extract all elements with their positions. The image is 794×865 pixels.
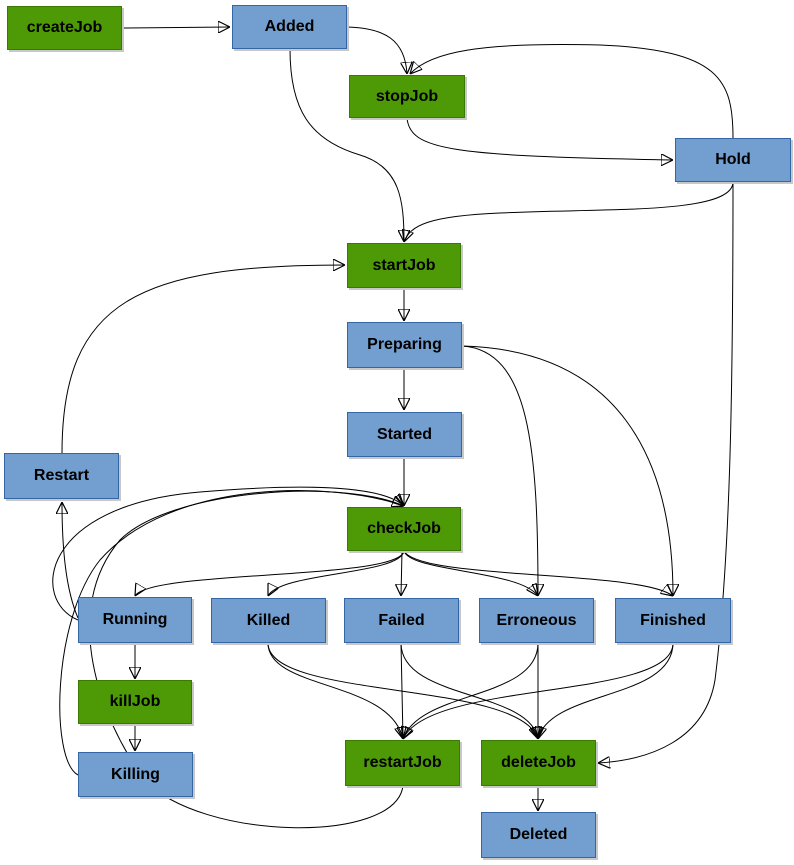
node-started[interactable]: Started	[347, 412, 462, 457]
node-running[interactable]: Running	[78, 597, 192, 643]
edge-createjob-added	[121, 27, 230, 28]
node-hold[interactable]: Hold	[675, 138, 791, 182]
edge-checkjob-failed	[401, 550, 402, 596]
node-finished[interactable]: Finished	[615, 598, 731, 643]
edge-running-restart	[62, 502, 79, 619]
edge-added-startjob	[289, 48, 404, 242]
node-checkjob[interactable]: checkJob	[347, 507, 461, 551]
edge-stopjob-hold	[406, 117, 673, 160]
edge-killed-restartjob	[267, 642, 403, 739]
edge-checkjob-running	[135, 550, 405, 596]
edge-killed-deletejob	[267, 642, 538, 739]
node-erroneous[interactable]: Erroneous	[479, 598, 594, 643]
node-deletejob[interactable]: deleteJob	[481, 740, 596, 786]
edge-restartjob-checkjob	[89, 490, 404, 829]
edge-added-stopjob	[346, 26, 407, 74]
edge-restart-startjob	[61, 265, 345, 454]
node-restart[interactable]: Restart	[4, 453, 119, 499]
edge-hold-stopjob	[410, 43, 734, 139]
node-killjob[interactable]: killJob	[78, 680, 192, 724]
edge-checkjob-erroneous	[403, 550, 538, 596]
edge-failed-deletejob	[400, 642, 538, 739]
edge-erroneous-restartjob	[403, 642, 539, 739]
node-restartjob[interactable]: restartJob	[345, 740, 460, 786]
node-added[interactable]: Added	[232, 5, 347, 49]
edge-finished-restartjob	[403, 642, 674, 739]
node-startjob[interactable]: startJob	[347, 243, 461, 288]
node-stopjob[interactable]: stopJob	[349, 75, 465, 118]
node-failed[interactable]: Failed	[344, 598, 459, 643]
node-killing[interactable]: Killing	[78, 752, 193, 797]
edge-preparing-erroneous	[461, 345, 538, 596]
edge-hold-startjob	[404, 181, 734, 242]
edge-hold-deletejob	[598, 181, 734, 763]
node-killed[interactable]: Killed	[211, 598, 326, 643]
edge-checkjob-killed	[268, 550, 405, 596]
node-preparing[interactable]: Preparing	[347, 322, 462, 368]
node-createjob[interactable]: createJob	[7, 6, 122, 50]
edge-finished-deletejob	[538, 642, 674, 739]
node-deleted[interactable]: Deleted	[481, 812, 596, 858]
edge-checkjob-finished	[403, 550, 673, 596]
edge-preparing-finished	[461, 345, 673, 596]
edge-running-checkjob	[52, 486, 404, 621]
